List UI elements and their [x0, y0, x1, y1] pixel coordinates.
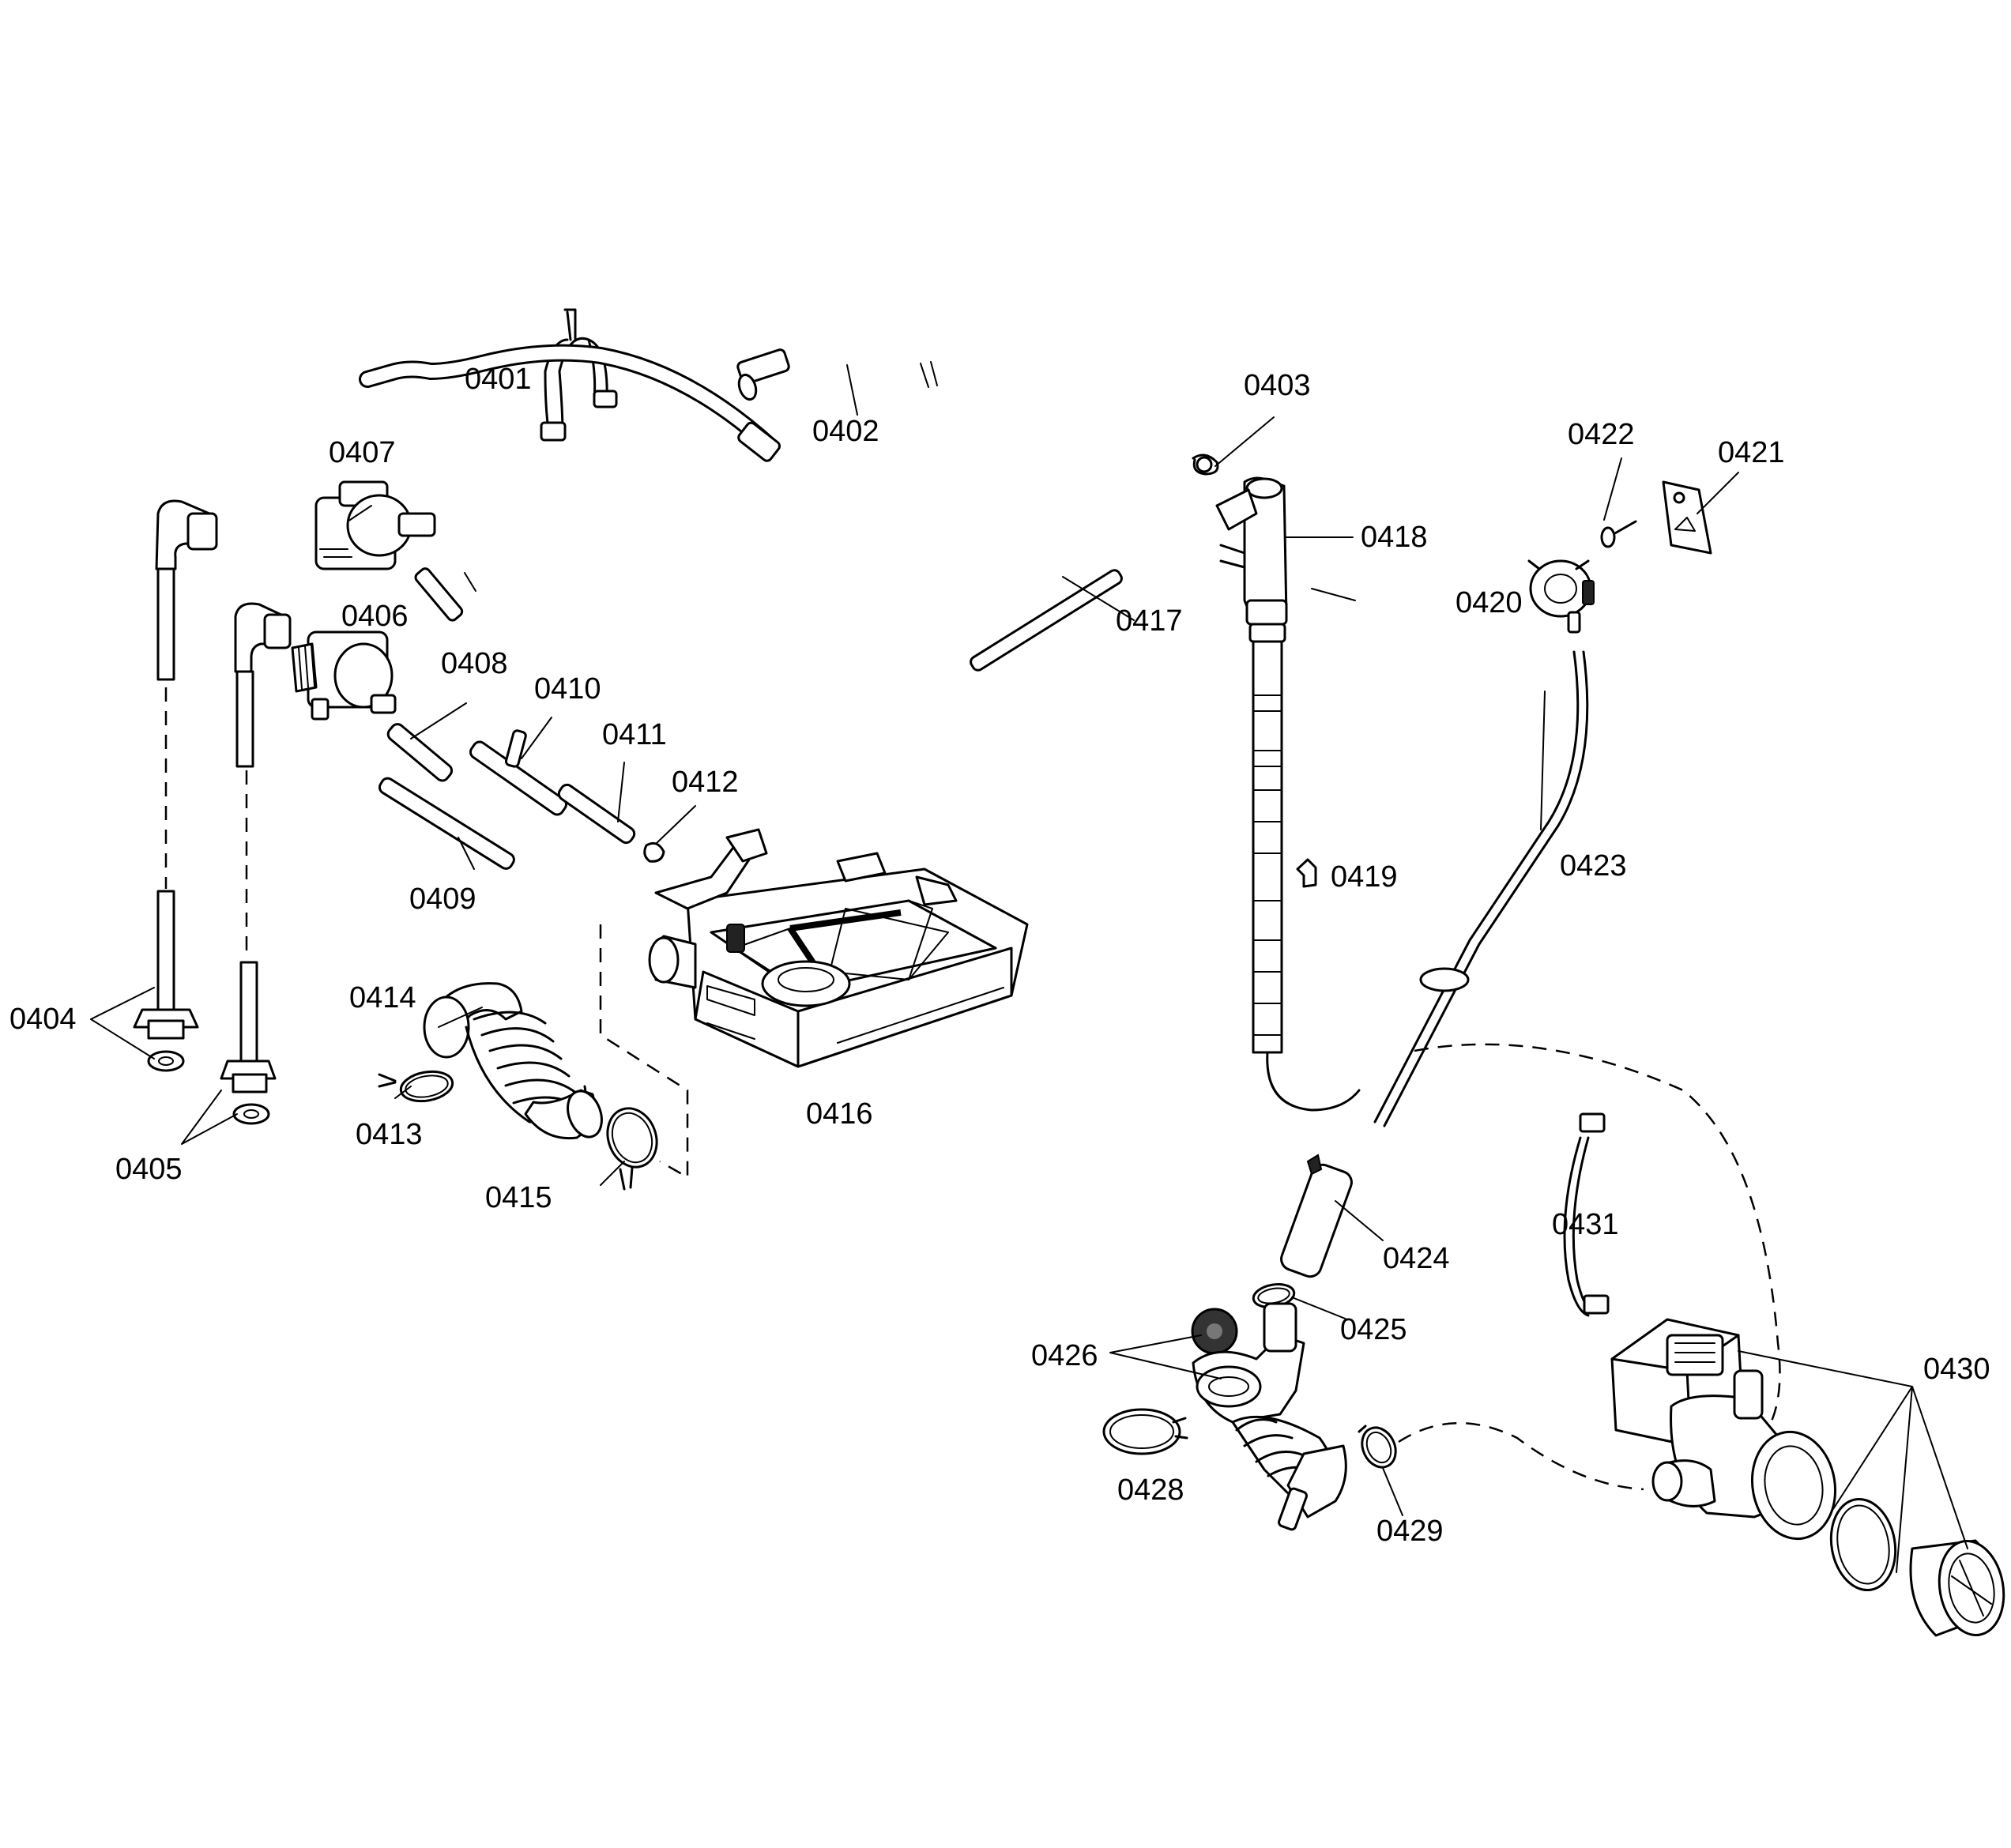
label-0407: 0407 [329, 436, 396, 469]
part-0417-rod [970, 569, 1123, 672]
part-0415-hose-clamp [606, 1107, 658, 1191]
label-0422: 0422 [1568, 418, 1635, 451]
label-0426: 0426 [1031, 1339, 1098, 1372]
part-0401-y-connector [540, 308, 618, 442]
leader-lines [90, 364, 1968, 1573]
part-0429-clamp [1358, 1425, 1397, 1469]
label-0424: 0424 [1383, 1242, 1450, 1275]
part-0426-ball-valve [1191, 1302, 1305, 1424]
label-0412: 0412 [672, 766, 739, 799]
part-0405-inlet-pipe [220, 602, 292, 1125]
part-0412-clip [643, 841, 665, 863]
part-0423-pressure-tube [1373, 650, 1589, 1127]
label-0430: 0430 [1923, 1353, 1990, 1386]
tube-route-dashed [1414, 1043, 1781, 1439]
label-0429: 0429 [1376, 1515, 1444, 1548]
part-0430-drain-pump [1610, 1318, 2005, 1637]
label-0419: 0419 [1331, 860, 1398, 894]
part-0428-clamp [1102, 1408, 1188, 1455]
label-0410: 0410 [534, 672, 601, 706]
label-0409: 0409 [409, 883, 476, 916]
label-0405: 0405 [115, 1153, 183, 1186]
label-0416: 0416 [806, 1097, 873, 1131]
label-0420: 0420 [1456, 586, 1523, 619]
part-0420-pressure-switch [1527, 559, 1595, 634]
label-0415: 0415 [485, 1181, 552, 1214]
part-0421-bracket [1662, 480, 1712, 555]
part-0406-valve [291, 630, 397, 721]
label-0428: 0428 [1117, 1474, 1184, 1507]
drain-route-dashed [1398, 1421, 1644, 1491]
label-0408: 0408 [441, 647, 508, 680]
part-0422-screw [1600, 520, 1637, 548]
label-0414: 0414 [349, 981, 416, 1014]
label-0418: 0418 [1361, 521, 1428, 554]
part-0410-tee-hose [469, 729, 568, 816]
label-0402: 0402 [812, 415, 879, 448]
part-0431-wire-bracket [1563, 1112, 1610, 1317]
label-0404: 0404 [9, 1003, 77, 1036]
label-0401: 0401 [465, 363, 532, 396]
part-0403-clamp [1192, 454, 1219, 476]
label-0423: 0423 [1560, 849, 1627, 883]
part-0402-hose [359, 344, 938, 462]
part-0408-short-hose [386, 567, 464, 782]
label-0431: 0431 [1552, 1208, 1619, 1241]
part-0416-dispenser-housing [599, 828, 1029, 1180]
part-0411-hose [557, 783, 636, 845]
part-0414-bellows-hose [423, 982, 603, 1140]
label-0406: 0406 [341, 600, 409, 633]
part-0418-air-chamber [1215, 476, 1361, 1112]
label-0403: 0403 [1244, 369, 1311, 402]
label-0421: 0421 [1718, 436, 1785, 469]
part-0404-inlet-pipe [133, 499, 218, 1072]
part-0419-clip [1296, 858, 1317, 888]
label-0417: 0417 [1116, 604, 1183, 638]
part-labels: 0401 0402 0403 0404 0405 0406 0407 0408 … [9, 363, 1990, 1548]
part-0413-hose-clamp [378, 1070, 454, 1103]
label-0413: 0413 [356, 1118, 423, 1151]
part-0424-level-sensor [1280, 1154, 1353, 1278]
label-0411: 0411 [602, 718, 667, 751]
label-0425: 0425 [1340, 1313, 1407, 1346]
part-0407-valve [314, 480, 436, 570]
part-drain-bellows [1231, 1415, 1347, 1531]
part-0409-hose [378, 777, 515, 870]
